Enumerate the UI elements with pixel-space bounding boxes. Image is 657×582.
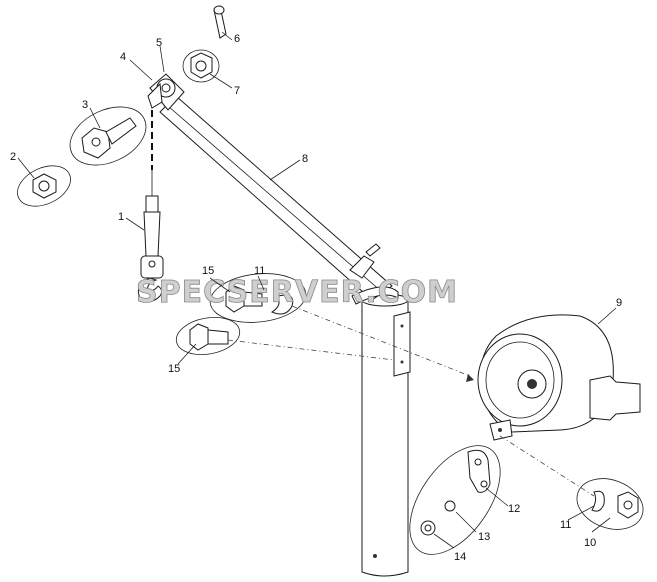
brake-chamber [477,314,641,441]
watermark-text: SPECSERVER.COM [136,275,458,310]
part-15-11-upper-group [209,273,307,323]
callout-15-upper: 15 [202,265,214,277]
callout-11-upper: 11 [254,265,265,277]
callout-12: 12 [508,503,520,515]
assembly-lines [227,305,595,497]
part-12-13-14-group [409,445,501,555]
callout-1: 1 [118,211,124,223]
part-15-lower-group [175,317,241,355]
part-6-7-group [182,5,227,83]
hook-assembly [137,110,164,302]
column-tube [361,293,411,577]
callout-4: 4 [120,51,126,63]
part-10-11-group [576,478,644,530]
callout-labels: 1 2 3 4 5 6 7 8 9 10 11 12 13 14 15 11 1… [10,33,622,563]
pulley-bracket [147,73,185,111]
part-3-group [69,106,147,166]
callout-5: 5 [156,37,162,49]
callout-11-right: 11 [560,519,571,531]
callout-2: 2 [10,151,16,163]
boom-arm [159,95,399,305]
callout-15-lower: 15 [168,363,180,375]
callout-7: 7 [234,85,240,97]
callout-8: 8 [302,153,308,165]
callout-14: 14 [454,551,466,563]
callout-13: 13 [478,531,490,543]
callout-9: 9 [616,297,622,309]
part-2-group [17,165,71,207]
callout-3: 3 [82,99,88,111]
callout-10: 10 [584,537,596,549]
leader-lines [17,31,617,549]
callout-6: 6 [234,33,240,45]
